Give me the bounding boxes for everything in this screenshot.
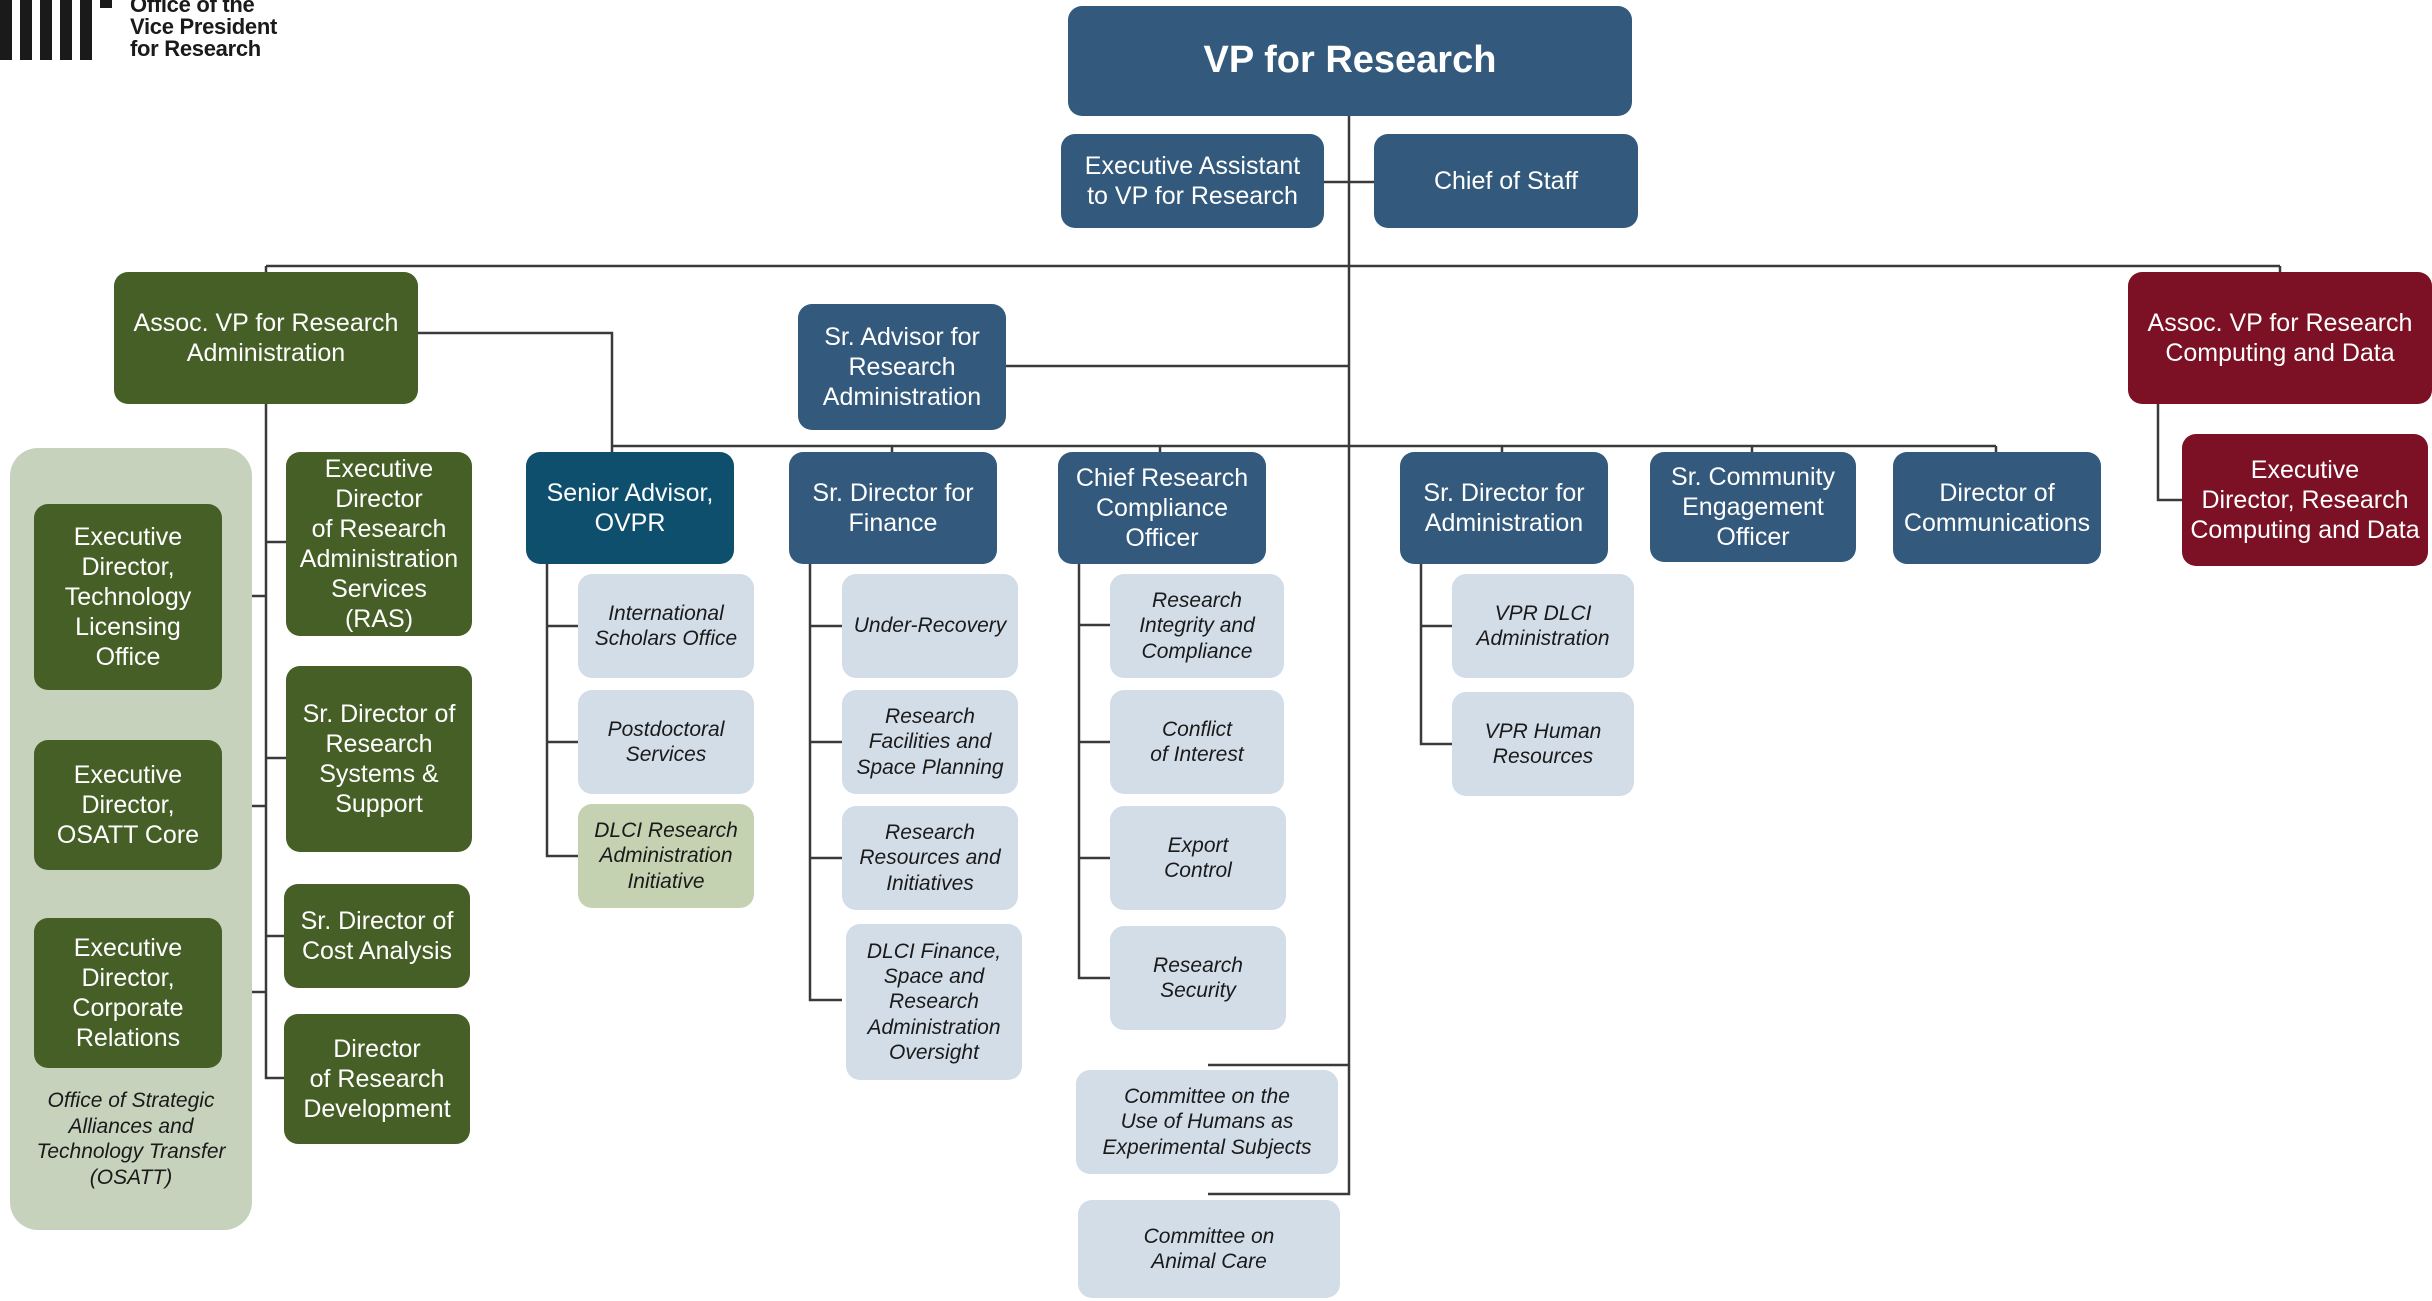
- community-engagement-officer-box: Sr. Community Engagement Officer: [1650, 452, 1856, 562]
- couhes-box: Committee on the Use of Humans as Experi…: [1076, 1070, 1338, 1174]
- avp-research-computing-box: Assoc. VP for Research Computing and Dat…: [2128, 272, 2432, 404]
- mit-ovpr-logo: Office of the Vice President for Researc…: [0, 0, 300, 70]
- conflict-of-interest-box: Conflict of Interest: [1110, 690, 1284, 794]
- sr-advisor-research-administration-box: Sr. Advisor for Research Administration: [798, 304, 1006, 430]
- director-communications-box: Director of Communications: [1893, 452, 2101, 564]
- sd-finance-box: Sr. Director for Finance: [789, 452, 997, 564]
- ed-technology-licensing-box: Executive Director, Technology Licensing…: [34, 504, 222, 690]
- sd-administration-box: Sr. Director for Administration: [1400, 452, 1608, 564]
- osatt-group-label: Office of Strategic Alliances and Techno…: [36, 1089, 226, 1189]
- vp-for-research-box: VP for Research: [1068, 6, 1632, 116]
- avp-research-administration-box: Assoc. VP for Research Administration: [114, 272, 418, 404]
- chief-research-compliance-officer-box: Chief Research Compliance Officer: [1058, 452, 1266, 564]
- ed-corporate-relations-box: Executive Director, Corporate Relations: [34, 918, 222, 1068]
- research-integrity-box: Research Integrity and Compliance: [1110, 574, 1284, 678]
- ed-ras-box: Executive Director of Research Administr…: [286, 452, 472, 636]
- chief-of-staff-box: Chief of Staff: [1374, 134, 1638, 228]
- research-facilities-box: Research Facilities and Space Planning: [842, 690, 1018, 794]
- executive-assistant-box: Executive Assistant to VP for Research: [1061, 134, 1324, 228]
- research-resources-box: Research Resources and Initiatives: [842, 806, 1018, 910]
- executive-director-computing-box: Executive Director, Research Computing a…: [2182, 434, 2428, 566]
- animal-care-committee-box: Committee on Animal Care: [1078, 1200, 1340, 1298]
- international-scholars-box: International Scholars Office: [578, 574, 754, 678]
- vpr-dlci-administration-box: VPR DLCI Administration: [1452, 574, 1634, 678]
- dlci-admin-initiative-box: DLCI Research Administration Initiative: [578, 804, 754, 908]
- export-control-box: Export Control: [1110, 806, 1286, 910]
- ed-osatt-core-box: Executive Director, OSATT Core: [34, 740, 222, 870]
- postdoctoral-services-box: Postdoctoral Services: [578, 690, 754, 794]
- under-recovery-box: Under-Recovery: [842, 574, 1018, 678]
- vpr-human-resources-box: VPR Human Resources: [1452, 692, 1634, 796]
- sd-cost-analysis-box: Sr. Director of Cost Analysis: [284, 884, 470, 988]
- sd-research-systems-box: Sr. Director of Research Systems & Suppo…: [286, 666, 472, 852]
- senior-advisor-ovpr-box: Senior Advisor, OVPR: [526, 452, 734, 564]
- dlci-finance-box: DLCI Finance, Space and Research Adminis…: [846, 924, 1022, 1080]
- logo-text: Office of the Vice President for Researc…: [130, 0, 278, 61]
- director-research-development-box: Director of Research Development: [284, 1014, 470, 1144]
- research-security-box: Research Security: [1110, 926, 1286, 1030]
